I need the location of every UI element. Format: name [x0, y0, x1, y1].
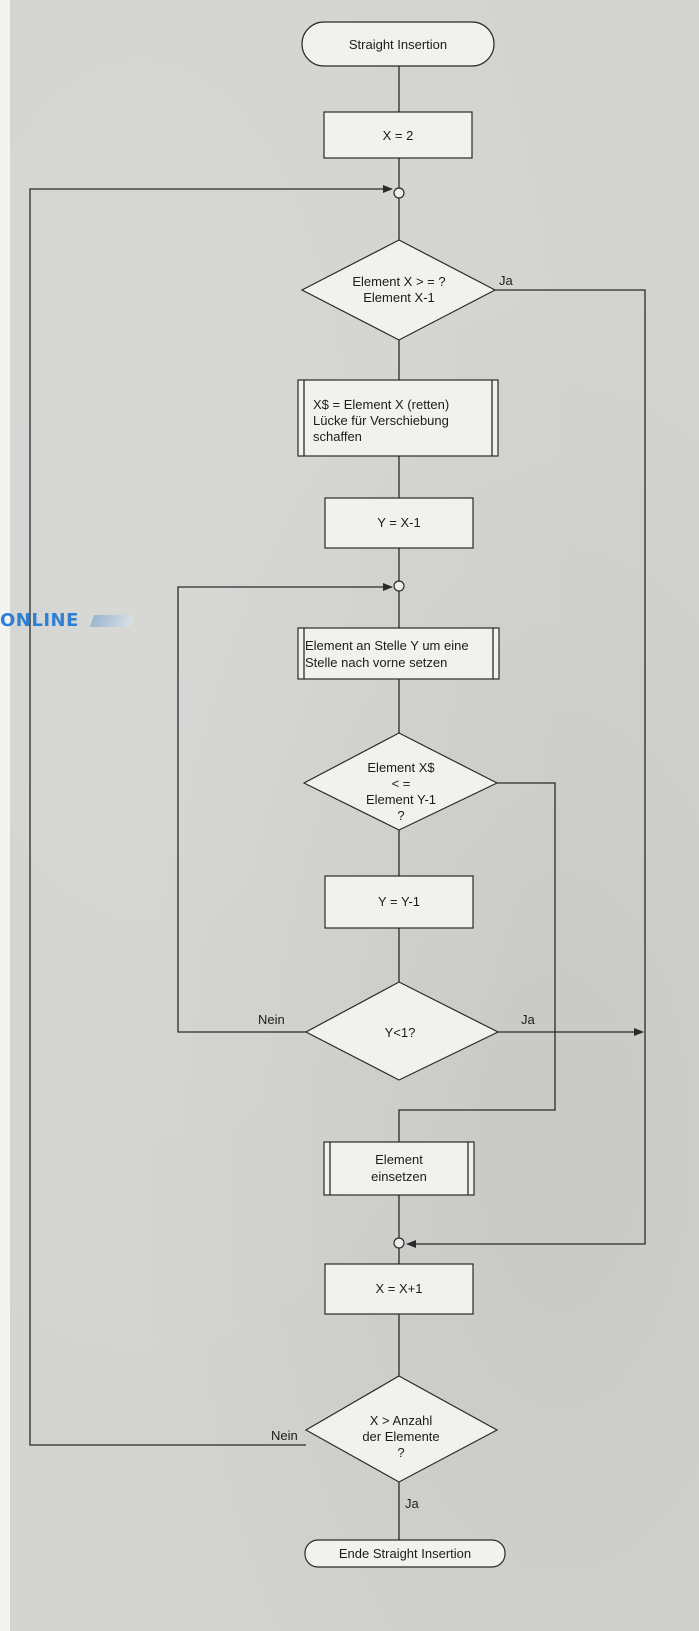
decision-y-less-one: Y<1?	[304, 981, 500, 1081]
start-terminator: Straight Insertion	[301, 21, 495, 67]
insert-line-2: einsetzen	[371, 1169, 427, 1184]
edge-cmp4-no-loop	[29, 185, 393, 1446]
save-line-3: schaffen	[313, 429, 362, 444]
label-cmp3-no: Nein	[258, 1012, 285, 1027]
start-label: Straight Insertion	[349, 37, 447, 52]
cmp2-line-3: Element Y-1	[366, 792, 436, 807]
cmp2-line-2: < =	[392, 776, 411, 791]
join-circle-1	[393, 187, 405, 199]
process-x-increment: X = X+1	[324, 1263, 474, 1315]
cmp2-line-1: Element X$	[367, 760, 435, 775]
watermark-logo: ONLINE	[0, 610, 79, 631]
cmp3-label: Y<1?	[385, 1025, 416, 1040]
join-circle-2	[393, 580, 405, 592]
cmp2-line-4: ?	[397, 808, 404, 823]
process-x-init: X = 2	[323, 111, 473, 159]
edge-cmp2-exit	[398, 782, 556, 1142]
cmp1-line-1: Element X > = ?	[352, 274, 445, 289]
insert-line-1: Element	[375, 1152, 423, 1167]
cmp4-line-3: ?	[397, 1445, 404, 1460]
y-init-label: Y = X-1	[377, 515, 420, 530]
save-line-1: X$ = Element X (retten)	[313, 397, 449, 412]
cmp1-line-2: Element X-1	[363, 290, 435, 305]
cmp4-line-1: X > Anzahl	[370, 1413, 433, 1428]
end-label: Ende Straight Insertion	[339, 1546, 471, 1561]
x-init-label: X = 2	[383, 128, 414, 143]
label-cmp4-yes: Ja	[405, 1496, 420, 1511]
watermark-bar	[89, 615, 135, 627]
label-cmp4-no: Nein	[271, 1428, 298, 1443]
end-terminator: Ende Straight Insertion	[304, 1539, 506, 1568]
decision-compare-x: Element X > = ? Element X-1	[300, 239, 497, 341]
cmp4-line-2: der Elemente	[362, 1429, 439, 1444]
shift-line-2: Stelle nach vorne setzen	[305, 655, 447, 670]
x-inc-label: X = X+1	[376, 1281, 423, 1296]
subprocess-save-element: X$ = Element X (retten) Lücke für Versch…	[297, 379, 499, 457]
label-cmp1-yes: Ja	[499, 273, 514, 288]
decision-x-greater-count: X > Anzahl der Elemente ?	[304, 1375, 499, 1483]
shift-line-1: Element an Stelle Y um eine	[305, 638, 469, 653]
join-circle-3	[393, 1237, 405, 1249]
edge-cmp3-no-loop	[177, 583, 393, 1033]
edge-cmp1-yes-rail	[406, 289, 646, 1248]
y-dec-label: Y = Y-1	[378, 894, 420, 909]
process-y-decrement: Y = Y-1	[324, 875, 474, 929]
page-edge	[0, 0, 10, 1631]
subprocess-insert-element: Element einsetzen	[323, 1141, 475, 1196]
save-line-2: Lücke für Verschiebung	[313, 413, 449, 428]
process-y-init: Y = X-1	[324, 497, 474, 549]
decision-compare-saved: Element X$ < = Element Y-1 ?	[302, 732, 499, 831]
label-cmp3-yes: Ja	[521, 1012, 536, 1027]
subprocess-shift-element: Element an Stelle Y um eine Stelle nach …	[297, 627, 500, 680]
